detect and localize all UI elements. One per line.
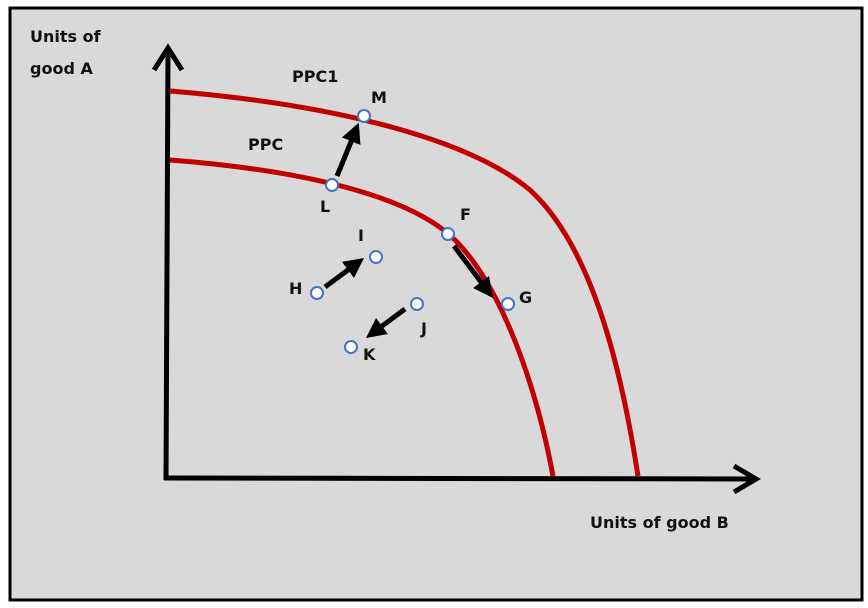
arrow-h-to-i [323, 258, 365, 290]
point-l-label: L [320, 197, 330, 216]
y-axis-label-line2: good A [30, 59, 93, 78]
x-axis [163, 463, 761, 495]
point-l [325, 178, 339, 192]
ppc1-label: PPC1 [292, 67, 338, 86]
point-i-label: I [358, 226, 364, 245]
point-m-label: M [371, 88, 387, 107]
point-i [369, 250, 383, 264]
point-k-label: K [363, 345, 376, 364]
point-f-label: F [460, 205, 471, 224]
ppc-curve [169, 157, 556, 477]
point-j [410, 297, 424, 311]
diagram-frame [8, 6, 864, 602]
point-j-label: J [420, 319, 427, 338]
point-g [501, 297, 515, 311]
point-k [344, 340, 358, 354]
y-axis-label-line1: Units of [30, 27, 102, 46]
point-h-label: H [289, 279, 302, 298]
arrow-f-to-g [452, 244, 493, 298]
arrow-l-to-m [334, 122, 361, 177]
ppc-label: PPC [248, 135, 283, 154]
point-h [310, 286, 324, 300]
x-axis-label: Units of good B [590, 513, 729, 532]
point-f [441, 227, 455, 241]
y-axis [151, 43, 185, 481]
point-g-label: G [519, 288, 532, 307]
point-m [357, 109, 371, 123]
ppc1-curve [169, 88, 641, 477]
arrow-j-to-k [365, 306, 407, 338]
